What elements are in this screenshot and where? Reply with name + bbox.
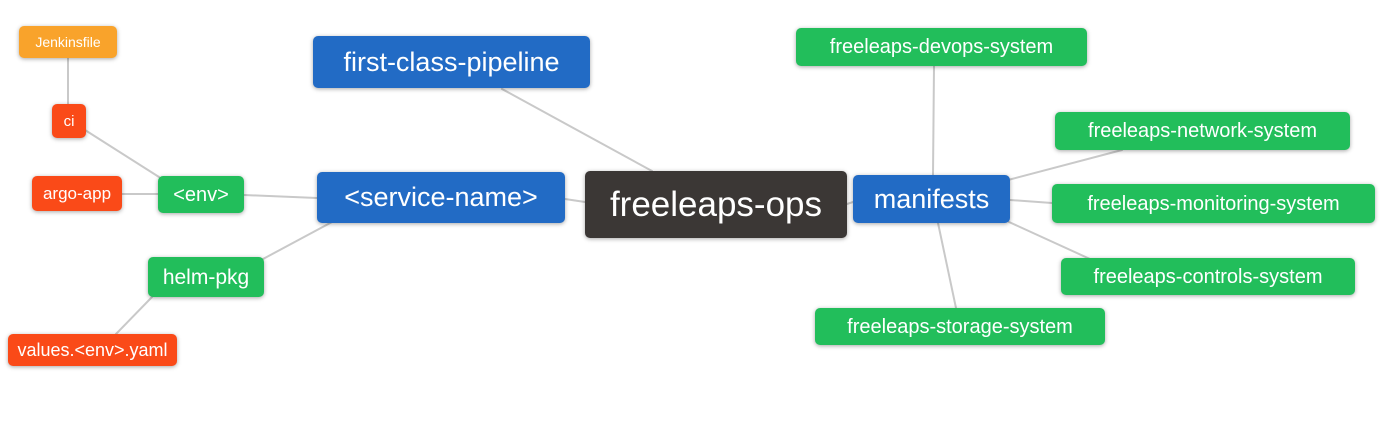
edge-first-class-pipeline-to-freeleaps-ops bbox=[501, 88, 653, 172]
node-label: freeleaps-ops bbox=[609, 185, 823, 224]
node-label: <service-name> bbox=[344, 182, 538, 212]
edge-manifests-to-freeleaps-network-system bbox=[1007, 149, 1123, 181]
node-freeleaps-ops[interactable]: freeleaps-ops bbox=[585, 171, 847, 238]
node-ci[interactable]: ci bbox=[52, 104, 86, 138]
node-label: Jenkinsfile bbox=[35, 34, 101, 50]
node-label: freeleaps-network-system bbox=[1088, 120, 1317, 142]
edge-manifests-to-freeleaps-storage-system bbox=[937, 222, 957, 309]
edge-helm-pkg-to-service-name bbox=[262, 221, 333, 260]
node-label: freeleaps-devops-system bbox=[829, 36, 1054, 58]
node-argo-app[interactable]: argo-app bbox=[32, 176, 122, 211]
node-label: freeleaps-monitoring-system bbox=[1087, 192, 1340, 215]
node-label: manifests bbox=[873, 183, 990, 214]
node-freeleaps-controls-system[interactable]: freeleaps-controls-system bbox=[1061, 258, 1355, 295]
node-freeleaps-devops-system[interactable]: freeleaps-devops-system bbox=[796, 28, 1087, 66]
node-label: argo-app bbox=[42, 184, 112, 203]
node-helm-pkg[interactable]: helm-pkg bbox=[148, 257, 264, 297]
edge-ci-to-env bbox=[84, 129, 160, 178]
node-jenkinsfile[interactable]: Jenkinsfile bbox=[19, 26, 117, 58]
edge-service-name-to-freeleaps-ops bbox=[564, 198, 586, 203]
edge-manifests-to-freeleaps-controls-system bbox=[1008, 221, 1091, 260]
edge-values-env-yaml-to-helm-pkg bbox=[115, 296, 153, 335]
node-env[interactable]: <env> bbox=[158, 176, 244, 213]
edge-manifests-to-freeleaps-devops-system bbox=[932, 65, 935, 176]
node-label: values.<env>.yaml bbox=[17, 340, 168, 360]
node-freeleaps-monitoring-system[interactable]: freeleaps-monitoring-system bbox=[1052, 184, 1375, 223]
node-freeleaps-network-system[interactable]: freeleaps-network-system bbox=[1055, 112, 1350, 150]
node-label: freeleaps-controls-system bbox=[1093, 265, 1323, 288]
node-manifests[interactable]: manifests bbox=[853, 175, 1010, 223]
node-label: first-class-pipeline bbox=[343, 46, 560, 77]
node-label: <env> bbox=[173, 183, 229, 206]
edge-env-to-service-name bbox=[243, 194, 318, 199]
node-label: helm-pkg bbox=[162, 265, 250, 289]
node-label: freeleaps-storage-system bbox=[847, 315, 1073, 338]
node-label: ci bbox=[63, 112, 75, 130]
edge-manifests-to-freeleaps-monitoring-system bbox=[1009, 199, 1053, 204]
node-first-class-pipeline[interactable]: first-class-pipeline bbox=[313, 36, 590, 88]
edge-freeleaps-ops-to-manifests bbox=[846, 201, 854, 205]
node-values-env-yaml[interactable]: values.<env>.yaml bbox=[8, 334, 177, 366]
node-service-name[interactable]: <service-name> bbox=[317, 172, 565, 223]
node-freeleaps-storage-system[interactable]: freeleaps-storage-system bbox=[815, 308, 1105, 345]
